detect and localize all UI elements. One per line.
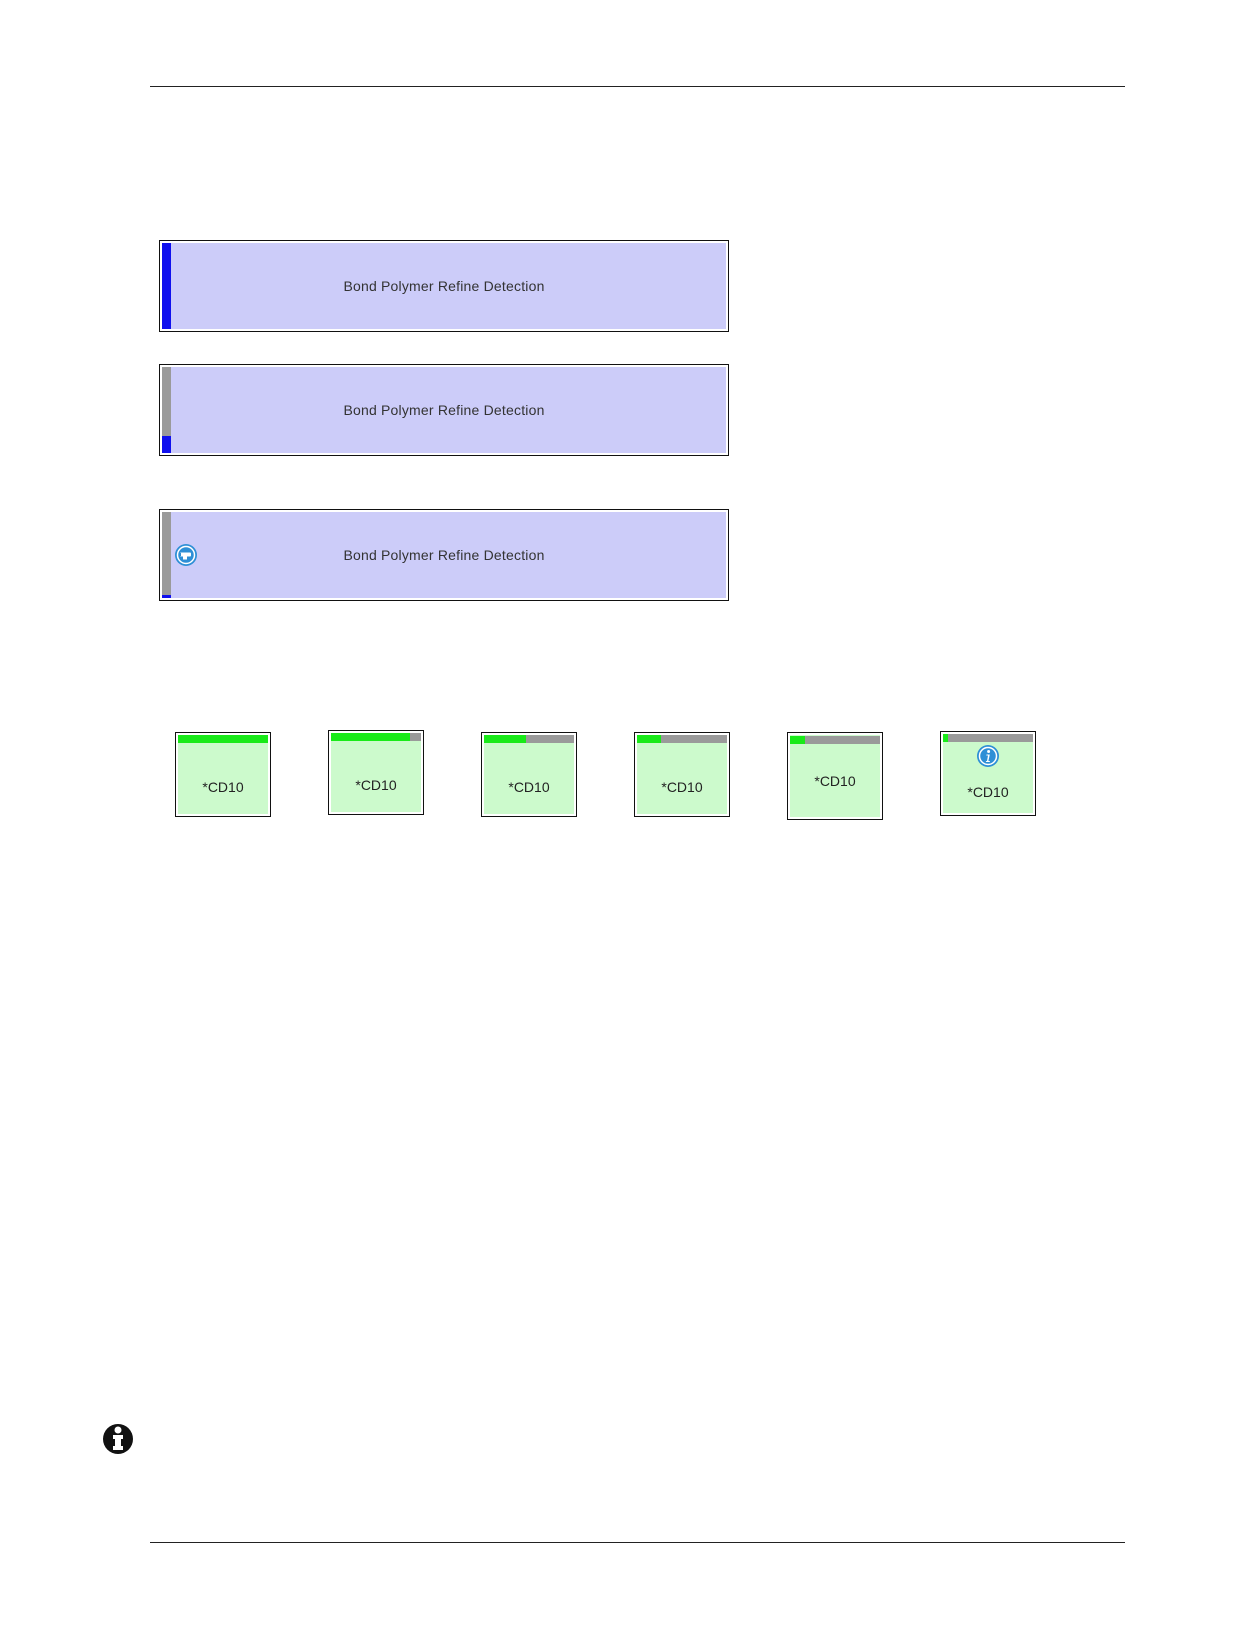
tile-background (790, 735, 880, 817)
tile-label: *CD10 (814, 773, 856, 789)
header-rule (150, 86, 1125, 87)
reagent-background (162, 243, 726, 329)
tile-level-track (484, 735, 574, 743)
reagent-bar[interactable]: Bond Polymer Refine Detection (159, 364, 729, 456)
tile-background (484, 735, 574, 814)
tile-level-fill (331, 733, 411, 741)
antibody-tile[interactable]: *CD10 (940, 731, 1036, 816)
tile-level-fill (637, 735, 662, 743)
antibody-tile[interactable]: *CD10 (634, 732, 730, 817)
tile-background (331, 733, 421, 812)
reagent-label: Bond Polymer Refine Detection (343, 547, 545, 563)
tile-level-track (637, 735, 727, 743)
reagent-level-track (162, 243, 171, 329)
tile-level-track (331, 733, 421, 741)
tile-level-fill (790, 736, 806, 744)
tile-level-fill (484, 735, 527, 743)
tile-background (637, 735, 727, 814)
tile-label: *CD10 (661, 779, 703, 795)
tile-label: *CD10 (967, 784, 1009, 800)
tile-level-fill (178, 735, 268, 743)
info-icon (977, 745, 999, 767)
reagent-level-fill (162, 594, 171, 598)
reagent-label: Bond Polymer Refine Detection (343, 278, 545, 294)
tile-label: *CD10 (355, 777, 397, 793)
reagent-level-fill (162, 435, 171, 453)
reagent-level-fill (162, 243, 171, 329)
antibody-tile[interactable]: *CD10 (175, 732, 271, 817)
tile-level-track (178, 735, 268, 743)
antibody-tile[interactable]: *CD10 (481, 732, 577, 817)
antibody-tile[interactable]: *CD10 (787, 732, 883, 820)
reagent-label: Bond Polymer Refine Detection (343, 402, 545, 418)
tile-level-fill (943, 734, 948, 742)
reagent-bar[interactable]: Bond Polymer Refine Detection (159, 509, 729, 601)
tile-level-track (790, 736, 880, 744)
antibody-tile[interactable]: *CD10 (328, 730, 424, 815)
tile-level-track (943, 734, 1033, 742)
reagent-level-track (162, 367, 171, 453)
reagent-background (162, 512, 726, 598)
tile-label: *CD10 (508, 779, 550, 795)
tile-label: *CD10 (202, 779, 244, 795)
reagent-background (162, 367, 726, 453)
note-info-icon (103, 1424, 133, 1454)
dispense-status-icon (175, 544, 197, 566)
reagent-level-track (162, 512, 171, 598)
footer-rule (150, 1542, 1125, 1543)
reagent-bar[interactable]: Bond Polymer Refine Detection (159, 240, 729, 332)
tile-background (178, 735, 268, 814)
